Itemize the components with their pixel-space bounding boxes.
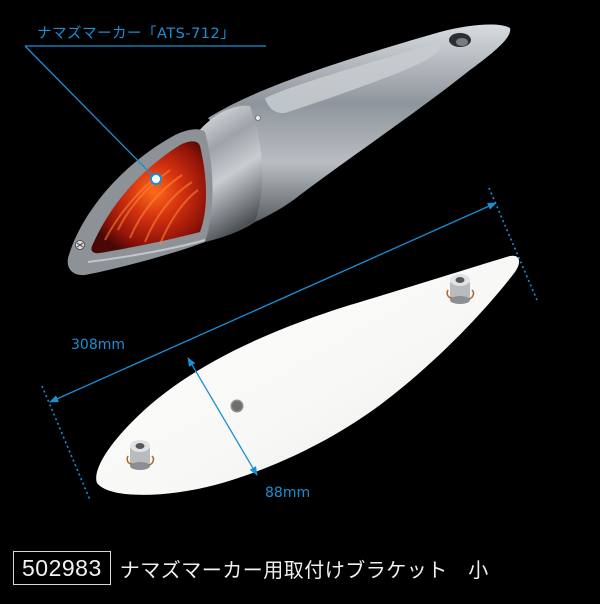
lamp-callout-label: ナマズマーカー「ATS-712」: [37, 26, 236, 42]
marker-lamp-image: [67, 24, 511, 276]
width-dimension-line: [187, 357, 258, 476]
callout-leader: [24, 45, 266, 185]
product-name: ナマズマーカー用取付けブラケット 小: [119, 557, 489, 582]
bracket-stud-left: [126, 440, 155, 470]
mounting-bracket-image: [96, 255, 520, 495]
length-dimension-label: 308mm: [71, 337, 125, 353]
width-dimension-label: 88mm: [265, 485, 311, 501]
length-dimension-line: [41, 187, 538, 501]
bracket-stud-right: [446, 274, 475, 304]
product-code-badge: 502983: [13, 551, 111, 585]
product-caption: 502983 ナマズマーカー用取付けブラケット 小: [13, 548, 489, 588]
